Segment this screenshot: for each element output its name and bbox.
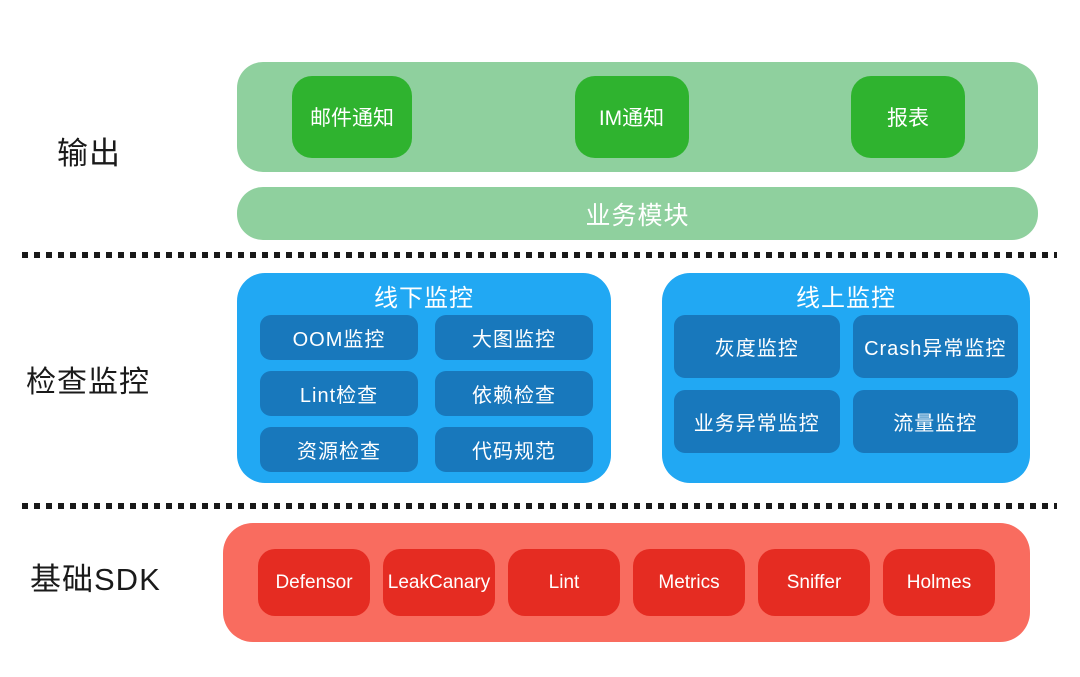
offline-monitor-grid: OOM监控大图监控 Lint检查依赖检查资源检查代码规范 — [237, 315, 611, 472]
output-layer-label: 输出 — [57, 136, 121, 171]
dotted-divider-bottom — [22, 503, 1057, 509]
output-modules-container: 邮件通知 IM通知 报表 — [237, 62, 1038, 172]
sdk-chip: Lint — [508, 549, 620, 616]
sdk-chip: Holmes — [883, 549, 995, 616]
business-module-bar: 业务模块 — [237, 187, 1038, 240]
online-monitor-chip: 流量监控 — [852, 390, 1018, 453]
offline-monitor-box: 线下监控 OOM监控大图监控 Lint检查依赖检查资源检查代码规范 — [237, 273, 611, 483]
business-module-label: 业务模块 — [585, 201, 690, 230]
offline-monitor-chip: 大图监控 — [435, 315, 593, 360]
offline-monitor-chip: 资源检查 — [260, 427, 418, 472]
output-module-chip: 报表 — [851, 76, 965, 158]
offline-monitor-chip: 代码规范 — [435, 427, 593, 472]
online-monitor-chip: 业务异常监控 — [674, 390, 840, 453]
monitor-layer-label: 检查监控 — [26, 366, 150, 399]
output-module-chip: IM通知 — [574, 76, 689, 158]
sdk-chip: LeakCanary — [383, 549, 495, 616]
sdk-chip: Metrics — [633, 549, 745, 616]
sdk-chip: Sniffer — [758, 549, 870, 616]
offline-monitor-chip: Lint检查 — [260, 371, 418, 416]
output-module-chip: 邮件通知 — [292, 76, 412, 158]
sdk-layer-label: 基础SDK — [30, 562, 161, 597]
sdk-chip: Defensor — [258, 549, 370, 616]
online-monitor-title: 线上监控 — [796, 285, 896, 312]
dotted-divider-top — [22, 252, 1057, 258]
offline-monitor-chip: 依赖检查 — [435, 371, 593, 416]
online-monitor-chip: Crash异常监控 — [852, 315, 1018, 378]
online-monitor-chip: 灰度监控 — [674, 315, 840, 378]
offline-monitor-title: 线下监控 — [374, 285, 474, 312]
offline-monitor-chip: OOM监控 — [260, 315, 418, 360]
